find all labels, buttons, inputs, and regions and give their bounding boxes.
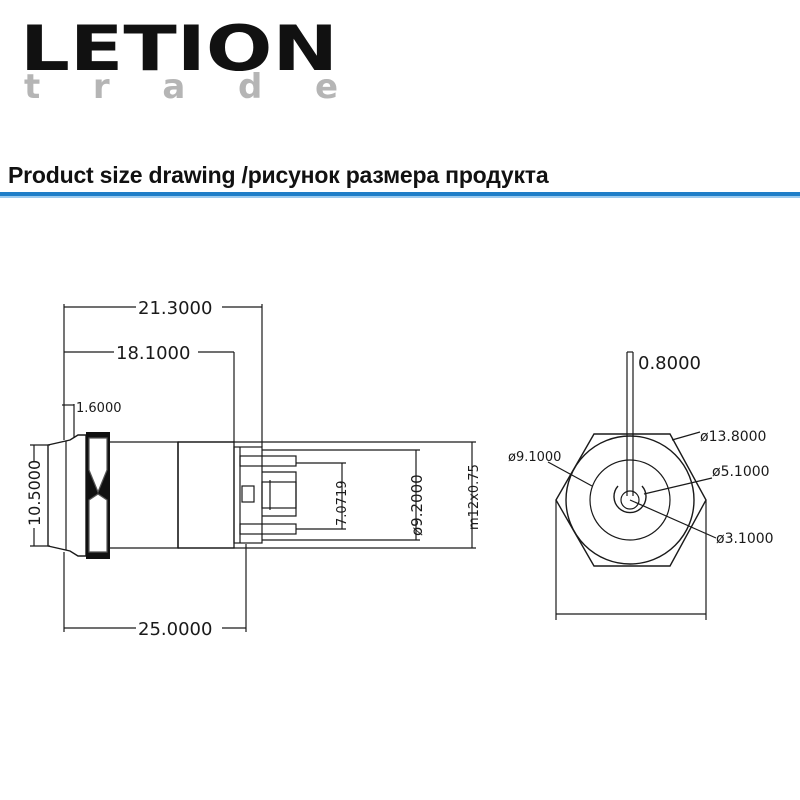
dim-inner: ø5.1000 [712, 464, 770, 480]
front-view [547, 351, 717, 620]
dim-terminal: 7.0719 [335, 481, 350, 527]
side-view [30, 304, 476, 632]
dim-top: 0.8000 [638, 353, 701, 374]
dim-head-height: 10.5000 [25, 460, 44, 526]
dim-outer: ø13.8000 [700, 429, 766, 445]
heading-rule [0, 192, 800, 198]
brand-logo: LETION trade [20, 12, 338, 107]
dim-overall-length: 21.3000 [138, 298, 212, 319]
dim-body-length: 18.1000 [116, 343, 190, 364]
dim-thread: m12x0.75 [467, 464, 482, 530]
page-title: Product size drawing /рисунок размера пр… [8, 162, 549, 188]
dim-ring: ø9.1000 [508, 450, 561, 465]
dim-total-length: 25.0000 [138, 619, 212, 640]
dim-head: 1.6000 [76, 401, 122, 416]
brand-name: LETION [20, 12, 338, 85]
dim-body-diameter: ø9.2000 [408, 474, 426, 536]
dim-center: ø3.1000 [716, 531, 774, 547]
